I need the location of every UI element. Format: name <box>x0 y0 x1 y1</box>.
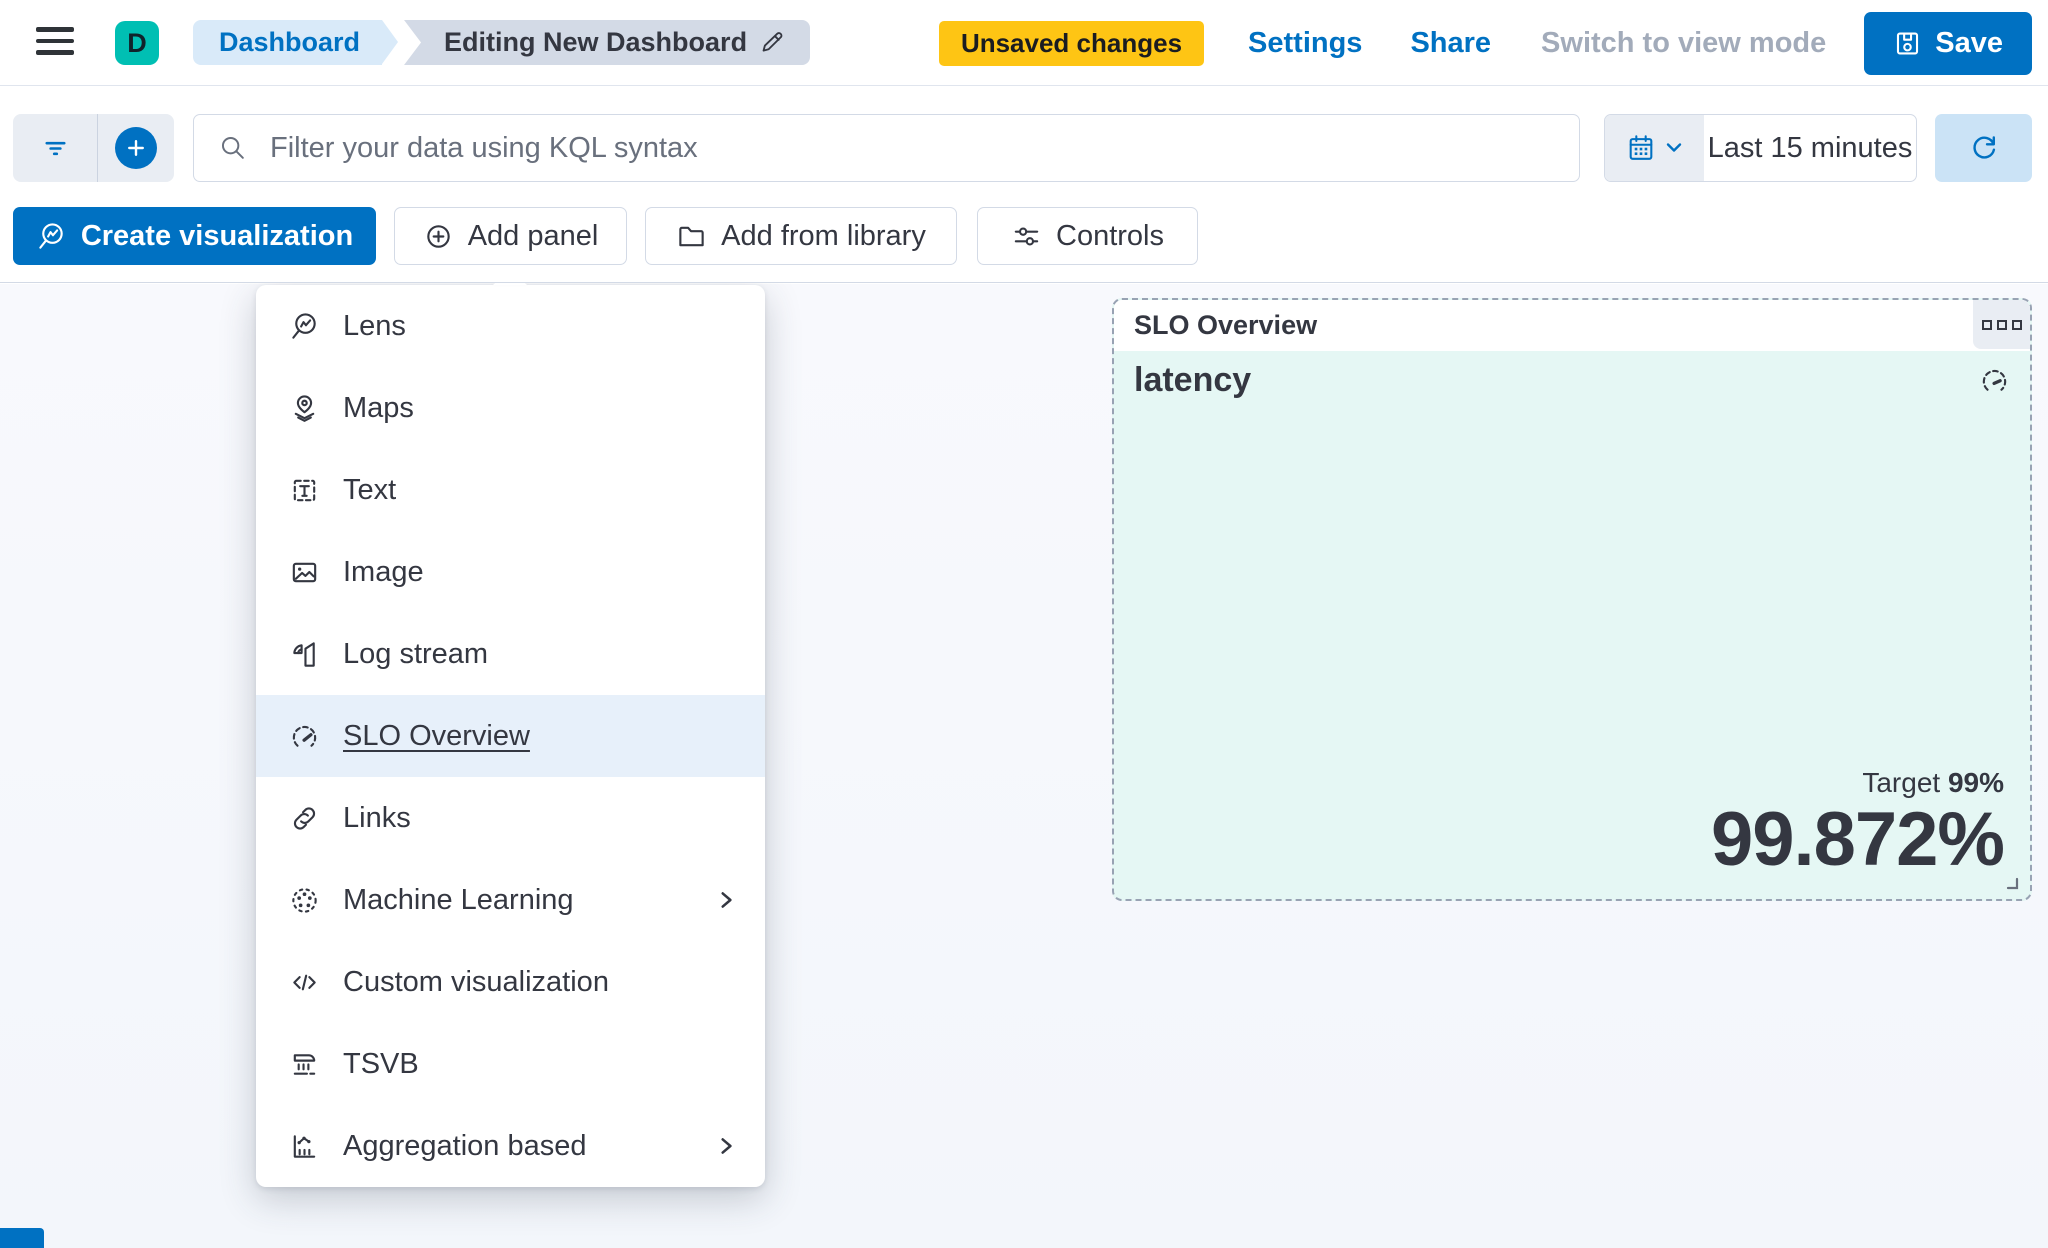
refresh-button[interactable] <box>1935 114 2032 182</box>
gauge-icon <box>292 725 317 747</box>
search-input[interactable] <box>270 131 1555 165</box>
filter-icon[interactable] <box>13 114 97 182</box>
submenu-chevron-right-icon <box>715 1135 737 1157</box>
save-button[interactable]: Save <box>1864 11 2032 75</box>
switch-view-mode-link[interactable]: Switch to view mode <box>1541 26 1827 59</box>
add-panel-menu: Lens Maps Text <box>256 269 765 1187</box>
menu-item-maps[interactable]: Maps <box>256 367 765 449</box>
add-panel-label: Add panel <box>467 219 599 252</box>
menu-item-tsvb[interactable]: TSVB <box>256 1023 765 1105</box>
code-icon <box>293 974 316 990</box>
calendar-icon <box>1629 135 1652 160</box>
date-quick-select-button[interactable] <box>1605 115 1704 181</box>
time-range-picker: Last 15 minutes <box>1604 114 1917 182</box>
slo-target-line: Target 99% <box>1711 767 2004 799</box>
refresh-icon <box>1972 136 1995 159</box>
panel-header: SLO Overview <box>1114 300 2030 351</box>
pencil-icon <box>762 32 783 52</box>
filter-controls-group <box>13 114 174 182</box>
add-filter-button[interactable] <box>98 127 174 169</box>
slo-figures: Target 99% 99.872% <box>1710 767 2005 882</box>
link-icon <box>293 806 316 830</box>
submenu-chevron-right-icon <box>715 889 737 911</box>
machine-learning-icon <box>292 887 317 913</box>
target-label: Target <box>1862 766 1941 798</box>
search-icon <box>221 136 244 159</box>
target-value: 99% <box>1947 766 2004 798</box>
breadcrumb-dashboard[interactable]: Dashboard <box>193 20 399 65</box>
header-actions: Unsaved changes Settings Share Switch to… <box>938 0 2032 86</box>
boxes-horizontal-icon <box>1981 319 1992 330</box>
sliders-icon <box>1014 226 1039 246</box>
menu-item-slo-overview[interactable]: SLO Overview <box>256 695 765 777</box>
slo-value: 99.872% <box>1710 796 2005 882</box>
divider <box>97 114 98 182</box>
menu-item-text[interactable]: Text <box>256 449 765 531</box>
slo-panel-body: latency Target 99% 99.872% <box>1114 351 2030 899</box>
menu-item-custom-visualization[interactable]: Custom visualization <box>256 941 765 1023</box>
panel-options-button[interactable] <box>1973 300 2030 349</box>
gauge-icon <box>1982 369 2007 391</box>
slo-overview-panel[interactable]: SLO Overview latency Target 99% <box>1112 298 2032 901</box>
app-header: D Dashboard Editing New Dashboard Unsave… <box>0 0 2048 86</box>
query-toolbar-area: Last 15 minutes Create visualization Add… <box>0 87 2048 283</box>
hamburger-menu-icon[interactable] <box>36 27 74 59</box>
save-button-label: Save <box>1935 26 2003 59</box>
menu-item-lens[interactable]: Lens <box>256 285 765 367</box>
menu-item-image[interactable]: Image <box>256 531 765 613</box>
plus-in-circle-icon <box>426 224 450 248</box>
controls-button[interactable]: Controls <box>977 207 1198 265</box>
boxes-horizontal-icon <box>1996 319 2007 330</box>
create-visualization-label: Create visualization <box>80 219 354 252</box>
breadcrumb: Dashboard Editing New Dashboard <box>193 20 811 65</box>
breadcrumb-current[interactable]: Editing New Dashboard <box>404 20 811 65</box>
add-from-library-label: Add from library <box>721 219 926 252</box>
panel-title: SLO Overview <box>1134 310 1318 340</box>
tsvb-icon <box>293 1053 316 1075</box>
folder-icon <box>679 226 704 246</box>
add-from-library-button[interactable]: Add from library <box>645 207 957 265</box>
create-visualization-button[interactable]: Create visualization <box>13 207 376 265</box>
lens-icon <box>39 222 63 249</box>
log-stream-icon <box>293 641 315 667</box>
menu-item-log-stream[interactable]: Log stream <box>256 613 765 695</box>
settings-link[interactable]: Settings <box>1248 26 1363 59</box>
image-icon <box>292 562 317 582</box>
save-icon <box>1897 31 1919 55</box>
breadcrumb-current-label: Editing New Dashboard <box>444 27 748 57</box>
panel-resize-handle[interactable] <box>2003 874 2023 894</box>
share-link[interactable]: Share <box>1410 26 1492 59</box>
menu-item-machine-learning[interactable]: Machine Learning <box>256 859 765 941</box>
text-icon <box>293 479 316 501</box>
slo-metric-name: latency <box>1134 361 1252 399</box>
dashboard-canvas: Lens Maps Text <box>0 269 2048 1248</box>
aggregation-based-icon <box>293 1134 316 1158</box>
maps-icon <box>294 394 315 422</box>
plus-icon <box>115 127 157 169</box>
lens-icon <box>292 312 316 339</box>
unsaved-changes-badge: Unsaved changes <box>938 20 1205 66</box>
partial-panel-fragment <box>0 1228 44 1248</box>
kql-search-bar[interactable] <box>193 114 1580 182</box>
time-range-value[interactable]: Last 15 minutes <box>1707 131 1913 164</box>
menu-item-links[interactable]: Links <box>256 777 765 859</box>
space-avatar[interactable]: D <box>115 21 159 65</box>
boxes-horizontal-icon <box>2011 319 2022 330</box>
add-panel-button[interactable]: Add panel <box>394 207 627 265</box>
menu-item-aggregation-based[interactable]: Aggregation based <box>256 1105 765 1187</box>
chevron-down-icon <box>1666 143 1681 152</box>
controls-label: Controls <box>1056 219 1164 252</box>
